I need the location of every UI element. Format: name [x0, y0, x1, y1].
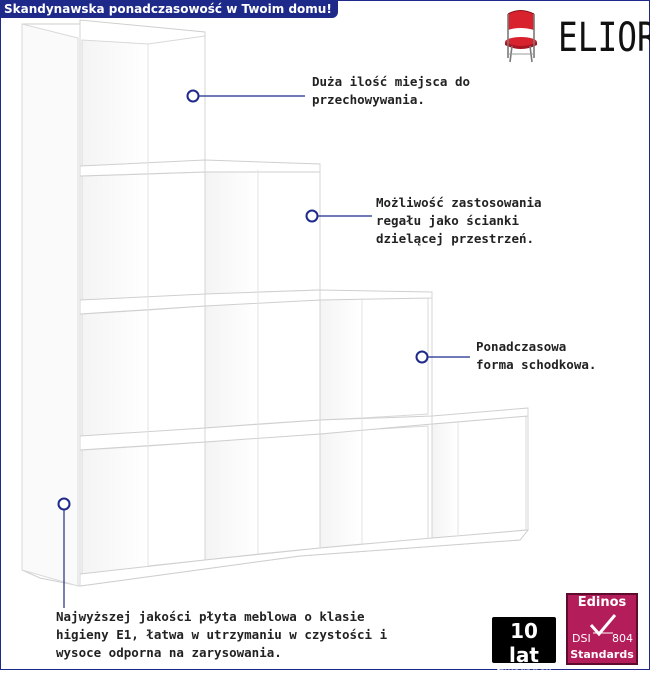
- callout-marker-material: [57, 497, 71, 511]
- callout-form: Ponadczasowa forma schodkowa.: [476, 338, 596, 374]
- brand-name: ELIOR: [558, 15, 650, 61]
- callout-marker-form: [415, 350, 429, 364]
- callout-storage-line-1: Duża ilość miejsca do: [312, 74, 471, 89]
- callout-material-line-3: wysoce odporna na zarysowania.: [56, 645, 282, 660]
- warranty-badge: 10 lat Gwarancji: [492, 617, 556, 678]
- certificate-left: DSI: [572, 632, 591, 645]
- callout-storage-line-2: przechowywania.: [312, 92, 425, 107]
- callout-marker-divider: [305, 209, 319, 223]
- callout-divider-line-3: dzielącej przestrzeń.: [376, 231, 535, 246]
- check-mark-icon: [589, 614, 617, 637]
- brand-logo: ELIOR: [490, 8, 650, 64]
- certificate-badge: Edinos DSI 804 Standards: [566, 593, 638, 665]
- callout-material: Najwyższej jakości płyta meblowa o klasi…: [56, 608, 387, 662]
- certificate-bottom: Standards: [570, 648, 634, 661]
- certificate-number: 804: [612, 632, 633, 645]
- red-chair-icon: [505, 10, 537, 63]
- callout-storage: Duża ilość miejsca do przechowywania.: [312, 73, 470, 109]
- warranty-years: 10 lat: [509, 619, 539, 667]
- certificate-title: Edinos: [577, 595, 627, 610]
- callout-form-line-1: Ponadczasowa: [476, 339, 567, 354]
- callout-form-line-2: forma schodkowa.: [476, 357, 597, 372]
- callout-divider-line-2: regału jako ścianki: [376, 213, 519, 228]
- callout-material-line-1: Najwyższej jakości płyta meblowa o klasi…: [56, 609, 365, 624]
- page-title: Skandynawska ponadczasowość w Twoim domu…: [0, 0, 338, 18]
- callout-material-line-2: higieny E1, łatwa w utrzymaniu w czystoś…: [56, 627, 388, 642]
- warranty-label: Gwarancji: [496, 667, 552, 678]
- callout-divider-line-1: Możliwość zastosowania: [376, 195, 542, 210]
- callout-marker-storage: [186, 89, 200, 103]
- callout-divider: Możliwość zastosowania regału jako ścian…: [376, 194, 542, 248]
